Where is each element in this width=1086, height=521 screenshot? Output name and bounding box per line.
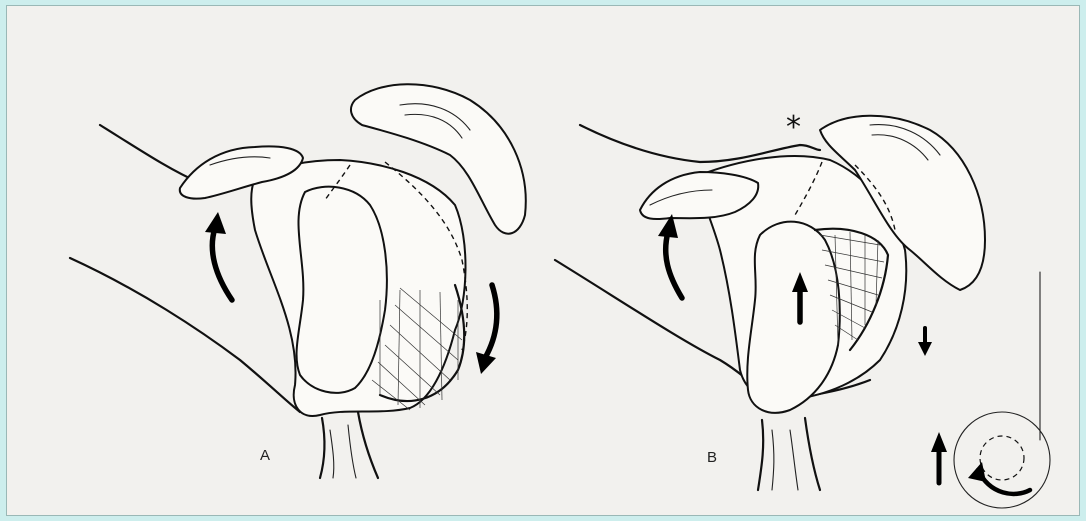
asterisk-marker: * <box>786 113 801 143</box>
panel-a-label: A <box>260 447 270 464</box>
inset-up-arrowhead <box>931 432 947 452</box>
inset-inner-circle <box>980 436 1024 480</box>
panel-a-curved-arrow-left <box>212 228 232 300</box>
panel-a-arrowhead-right <box>476 352 496 374</box>
rotation-inset <box>931 272 1050 508</box>
panel-a-humerus-left <box>320 418 324 478</box>
panel-a-clavicle-outline <box>100 125 200 183</box>
panel-a-humerus-right <box>358 412 378 478</box>
panel-b-humerus-right <box>805 418 820 490</box>
inset-curved-arrow <box>978 470 1030 494</box>
panel-a-curved-arrow-right <box>485 285 497 358</box>
panel-a-body-outline <box>70 258 300 412</box>
panel-b-label: B <box>707 449 717 466</box>
panel-b-drawing <box>555 116 985 490</box>
panel-b-humerus-left <box>758 420 763 490</box>
panel-a-drawing <box>70 84 526 478</box>
panel-a-arrowhead-left <box>205 212 226 234</box>
panel-b-down-arrowhead <box>918 342 932 356</box>
panel-b-curved-arrow-left <box>666 232 682 298</box>
inset-curved-arrowhead <box>968 462 986 482</box>
